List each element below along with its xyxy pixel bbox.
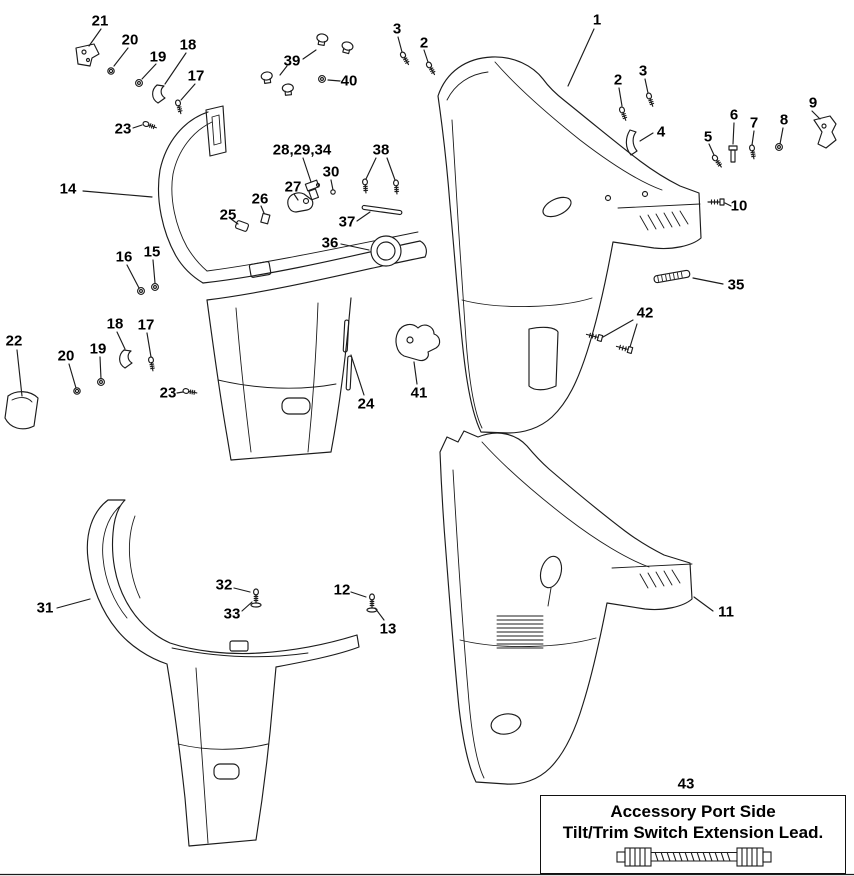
- callout-32: 32: [215, 576, 233, 594]
- part-32-33-screw-washer: [250, 588, 262, 608]
- callout-3-left: 3: [392, 20, 402, 38]
- callout-31: 31: [36, 599, 54, 617]
- part-18-hook-upper: [152, 84, 166, 104]
- part-41-clamp: [395, 323, 441, 362]
- part-16-washer: [137, 287, 145, 295]
- callout-36: 36: [321, 234, 339, 252]
- callout-37: 37: [338, 213, 356, 231]
- part-36-dial: [370, 235, 402, 267]
- part-2-screw-left: [424, 60, 438, 77]
- part-25-clip: [234, 220, 250, 232]
- part-5-screw: [710, 153, 724, 169]
- part-14-front-cover-upper: [157, 105, 427, 461]
- callout-42: 42: [636, 304, 654, 322]
- callout-18-lower: 18: [106, 315, 124, 333]
- callout-16: 16: [115, 248, 133, 266]
- part-7-screw: [748, 144, 757, 160]
- callout-14: 14: [59, 180, 77, 198]
- callout-23-lower: 23: [159, 384, 177, 402]
- part-20-nut-lower: [73, 387, 81, 395]
- accessory-note-box: Accessory Port Side Tilt/Trim Switch Ext…: [540, 795, 846, 874]
- extension-lead-illustration: [616, 846, 772, 867]
- part-23-screw-lower: [182, 387, 198, 396]
- callout-13: 13: [379, 620, 397, 638]
- part-19-washer-lower: [97, 378, 105, 386]
- part-9-bracket: [813, 115, 837, 149]
- callout-23-upper: 23: [114, 120, 132, 138]
- callout-22: 22: [5, 332, 23, 350]
- part-38-screw-b: [392, 179, 400, 195]
- callout-38: 38: [372, 141, 390, 159]
- accessory-note-line2: Tilt/Trim Switch Extension Lead.: [562, 823, 824, 843]
- callout-30: 30: [322, 163, 340, 181]
- callout-19-upper: 19: [149, 48, 167, 66]
- part-6-stud: [728, 145, 738, 163]
- accessory-note-line1: Accessory Port Side: [610, 802, 776, 821]
- part-24-seal-strips: [342, 319, 353, 391]
- part-31-front-cover-lower: [86, 499, 360, 847]
- callout-25: 25: [219, 206, 237, 224]
- part-8-washer: [775, 143, 783, 151]
- callout-15: 15: [143, 243, 161, 261]
- callout-19-lower: 19: [89, 340, 107, 358]
- callout-7: 7: [749, 114, 759, 132]
- callout-1: 1: [592, 11, 602, 29]
- callout-5: 5: [703, 128, 713, 146]
- part-19-washer-upper: [135, 79, 143, 87]
- callout-41: 41: [410, 384, 428, 402]
- callout-28-29-34: 28,29,34: [272, 141, 332, 159]
- callout-12: 12: [333, 581, 351, 599]
- callout-21: 21: [91, 12, 109, 30]
- callout-3-right: 3: [638, 62, 648, 80]
- callout-17-upper: 17: [187, 67, 205, 85]
- part-38-screw-a: [361, 178, 369, 194]
- part-23-screw-upper: [141, 120, 158, 131]
- part-3-screw-right: [645, 91, 656, 108]
- callout-11: 11: [718, 603, 734, 621]
- part-4-clip: [625, 129, 638, 156]
- part-35-pin: [653, 269, 691, 284]
- part-22-pad: [4, 391, 39, 430]
- callout-24: 24: [357, 395, 375, 413]
- part-40-washer: [318, 75, 326, 83]
- part-2-screw-right: [618, 105, 629, 122]
- part-10-bolt: [707, 198, 725, 206]
- leader-lines: [16, 28, 821, 621]
- part-15-washer: [151, 283, 159, 291]
- callout-27: 27: [284, 178, 302, 196]
- callout-2-right: 2: [613, 71, 623, 89]
- callout-8: 8: [779, 111, 789, 129]
- part-17-screw-upper: [174, 98, 184, 115]
- callout-20-lower: 20: [57, 347, 75, 365]
- callout-20-upper: 20: [121, 31, 139, 49]
- callout-2-left: 2: [419, 34, 429, 52]
- part-27-lever: [287, 192, 314, 213]
- callout-26: 26: [251, 190, 269, 208]
- part-37-rod: [361, 204, 403, 216]
- callout-39: 39: [283, 52, 301, 70]
- part-18-hook-lower: [119, 349, 133, 369]
- part-11-inner-cover-lower: [439, 430, 693, 785]
- callout-40: 40: [340, 72, 358, 90]
- part-3-screw-left: [398, 50, 412, 67]
- callout-18-upper: 18: [179, 36, 197, 54]
- callout-9: 9: [808, 94, 818, 112]
- part-20-nut-upper: [107, 67, 115, 75]
- part-21-bracket: [75, 43, 100, 67]
- callout-6: 6: [729, 106, 739, 124]
- callout-10: 10: [730, 197, 748, 215]
- callout-43: 43: [677, 775, 695, 793]
- callout-35: 35: [727, 276, 745, 294]
- part-17-screw-lower: [147, 356, 156, 372]
- part-1-inner-cover-upper: [437, 56, 702, 434]
- callout-4: 4: [656, 123, 666, 141]
- part-26-spacer: [260, 212, 271, 225]
- callout-17-lower: 17: [137, 316, 155, 334]
- callout-33: 33: [223, 605, 241, 623]
